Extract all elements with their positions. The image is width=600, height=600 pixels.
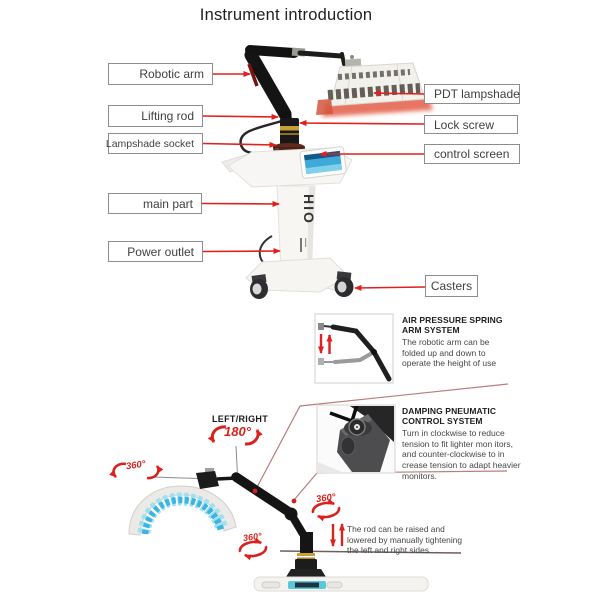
up-down-arrows-frame (318, 334, 333, 354)
label-main-part-text: main part (142, 196, 193, 211)
label-casters-text: Casters (430, 279, 473, 293)
label-robotic-arm: Robotic arm (108, 63, 213, 85)
label-control-screen-text: control screen (434, 147, 510, 161)
rod-up-down-arrows (330, 523, 345, 547)
air-pressure-title: AIR PRESSURE SPRING ARM SYSTEM (402, 315, 503, 336)
air-pressure-frame (314, 313, 394, 384)
damping-title: DAMPING PNEUMATIC CONTROL SYSTEM (402, 406, 497, 427)
label-main-part: main part (108, 193, 202, 214)
label-casters: Casters (425, 275, 478, 297)
label-lifting-rod: Lifting rod (108, 105, 203, 127)
rod-note: The rod can be raised and lowered by man… (347, 524, 462, 556)
label-lifting-rod-text: Lifting rod (141, 109, 194, 123)
damping-body: Turn in clockwise to reduce tension to f… (402, 428, 521, 481)
label-lampshade-socket: Lampshade socket (105, 133, 203, 154)
label-lock-screw-text: Lock screw (434, 117, 495, 132)
label-power-outlet: Power outlet (108, 241, 203, 262)
bottom-cart-top (253, 576, 429, 592)
joint-dot-a (252, 488, 258, 494)
label-power-outlet-text: Power outlet (127, 244, 194, 259)
machine-illustration: HIO (221, 45, 433, 299)
callout-arrows (201, 71, 426, 291)
page-title: Instrument introduction (199, 6, 373, 24)
bottom-machine-illustration (128, 468, 429, 592)
label-control-screen: control screen (424, 144, 520, 164)
brand-logo: HIO (301, 194, 317, 225)
label-pdt-lampshade-text: PDT lampshade (434, 87, 520, 101)
damping-frame (316, 404, 396, 474)
main-column-graphic: HIO (258, 185, 317, 273)
rotation-arrows (109, 425, 345, 561)
deg180-pointer-line (235, 445, 238, 476)
cart-top-graphic (221, 146, 353, 188)
pdt-lampshade-graphic (316, 55, 433, 117)
label-pdt-lampshade: PDT lampshade (424, 84, 520, 104)
base-graphic (245, 257, 354, 299)
label-lock-screw: Lock screw (424, 115, 518, 134)
left-right-label: LEFT/RIGHT (212, 414, 268, 424)
deg-180-label: 180° (224, 424, 251, 439)
label-lampshade-socket-text: Lampshade socket (105, 137, 194, 150)
joint-dot-b (291, 498, 297, 504)
label-robotic-arm-text: Robotic arm (139, 67, 204, 81)
air-pressure-body: The robotic arm can be folded up and dow… (402, 337, 497, 369)
bottom-rod-graphic (286, 532, 326, 577)
